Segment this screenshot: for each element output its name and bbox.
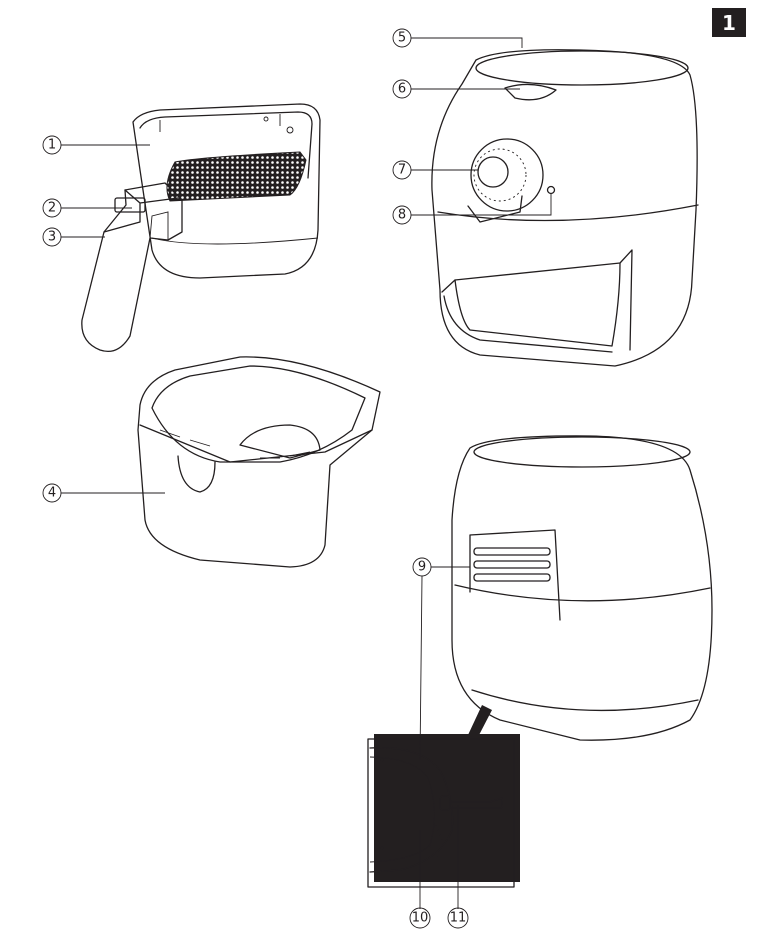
callout-10: 10 bbox=[409, 907, 431, 929]
callout-3: 3 bbox=[42, 227, 62, 247]
callout-11: 11 bbox=[447, 907, 469, 929]
figure-number-badge: 1 bbox=[712, 8, 746, 37]
air-fryer-front bbox=[431, 49, 699, 367]
callout-7: 7 bbox=[392, 160, 412, 180]
svg-text:9: 9 bbox=[418, 560, 426, 575]
svg-text:10: 10 bbox=[412, 911, 429, 926]
callout-2: 2 bbox=[42, 198, 62, 218]
svg-text:1: 1 bbox=[48, 138, 56, 153]
callout-9: 9 bbox=[412, 557, 432, 577]
callout-6: 6 bbox=[392, 79, 412, 99]
basket-handle bbox=[81, 182, 183, 353]
air-fryer-back bbox=[451, 435, 713, 741]
basket bbox=[132, 103, 321, 279]
svg-text:3: 3 bbox=[48, 230, 56, 245]
pan bbox=[137, 356, 381, 568]
svg-text:11: 11 bbox=[450, 911, 467, 926]
svg-text:4: 4 bbox=[48, 486, 56, 501]
callout-1: 1 bbox=[42, 135, 62, 155]
callout-4: 4 bbox=[42, 483, 62, 503]
svg-text:8: 8 bbox=[398, 208, 406, 223]
svg-text:7: 7 bbox=[398, 163, 406, 178]
svg-text:6: 6 bbox=[398, 82, 406, 97]
leader-lines bbox=[61, 37, 552, 909]
bottom-view-inset bbox=[367, 705, 520, 888]
callout-5: 5 bbox=[392, 28, 412, 48]
basket-mesh bbox=[166, 151, 307, 202]
svg-text:2: 2 bbox=[48, 201, 56, 216]
callout-8: 8 bbox=[392, 205, 412, 225]
svg-text:5: 5 bbox=[398, 31, 406, 46]
